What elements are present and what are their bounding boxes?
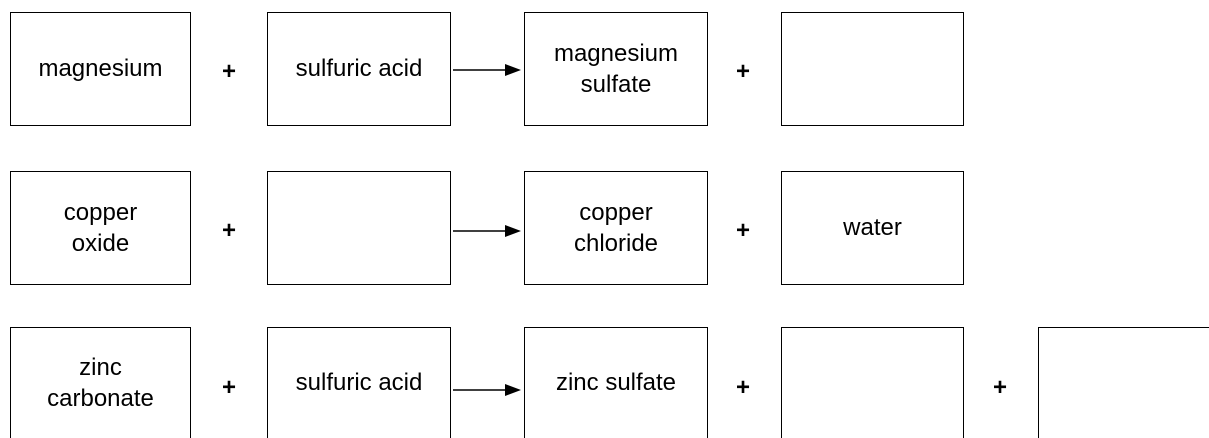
plus-sign: + bbox=[736, 217, 751, 244]
blank-answer-box[interactable] bbox=[781, 12, 964, 126]
reactant-label: sulfuric acid bbox=[295, 369, 423, 397]
product-label: copper chloride bbox=[573, 198, 659, 257]
plus-sign: + bbox=[222, 374, 237, 401]
product-box-1: zinc sulfate bbox=[524, 327, 708, 438]
product-box-1: copper chloride bbox=[524, 171, 708, 285]
plus-sign: + bbox=[222, 217, 237, 244]
reactant-box-2: sulfuric acid bbox=[267, 12, 451, 126]
product-label: zinc sulfate bbox=[555, 369, 677, 397]
plus-sign: + bbox=[993, 374, 1008, 401]
reactant-label: magnesium bbox=[38, 55, 163, 83]
blank-answer-box[interactable] bbox=[267, 171, 451, 285]
plus-sign: + bbox=[222, 58, 237, 85]
blank-answer-box[interactable] bbox=[1038, 327, 1209, 438]
reactant-label: sulfuric acid bbox=[295, 55, 423, 83]
reaction-arrow-icon bbox=[453, 64, 521, 76]
reactant-label: copper oxide bbox=[63, 198, 138, 257]
reaction-arrow-icon bbox=[453, 225, 521, 237]
blank-answer-box[interactable] bbox=[781, 327, 964, 438]
reaction-arrow-icon bbox=[453, 384, 521, 396]
reactant-box-1: zinc carbonate bbox=[10, 327, 191, 438]
plus-sign: + bbox=[736, 374, 751, 401]
reactant-box-1: copper oxide bbox=[10, 171, 191, 285]
plus-sign: + bbox=[736, 58, 751, 85]
reactant-box-2: sulfuric acid bbox=[267, 327, 451, 438]
product-box-2: water bbox=[781, 171, 964, 285]
product-label: magnesium sulfate bbox=[553, 39, 679, 98]
product-box-1: magnesium sulfate bbox=[524, 12, 708, 126]
reactant-label: zinc carbonate bbox=[47, 353, 154, 412]
product-label: water bbox=[843, 214, 902, 242]
reactant-box-1: magnesium bbox=[10, 12, 191, 126]
